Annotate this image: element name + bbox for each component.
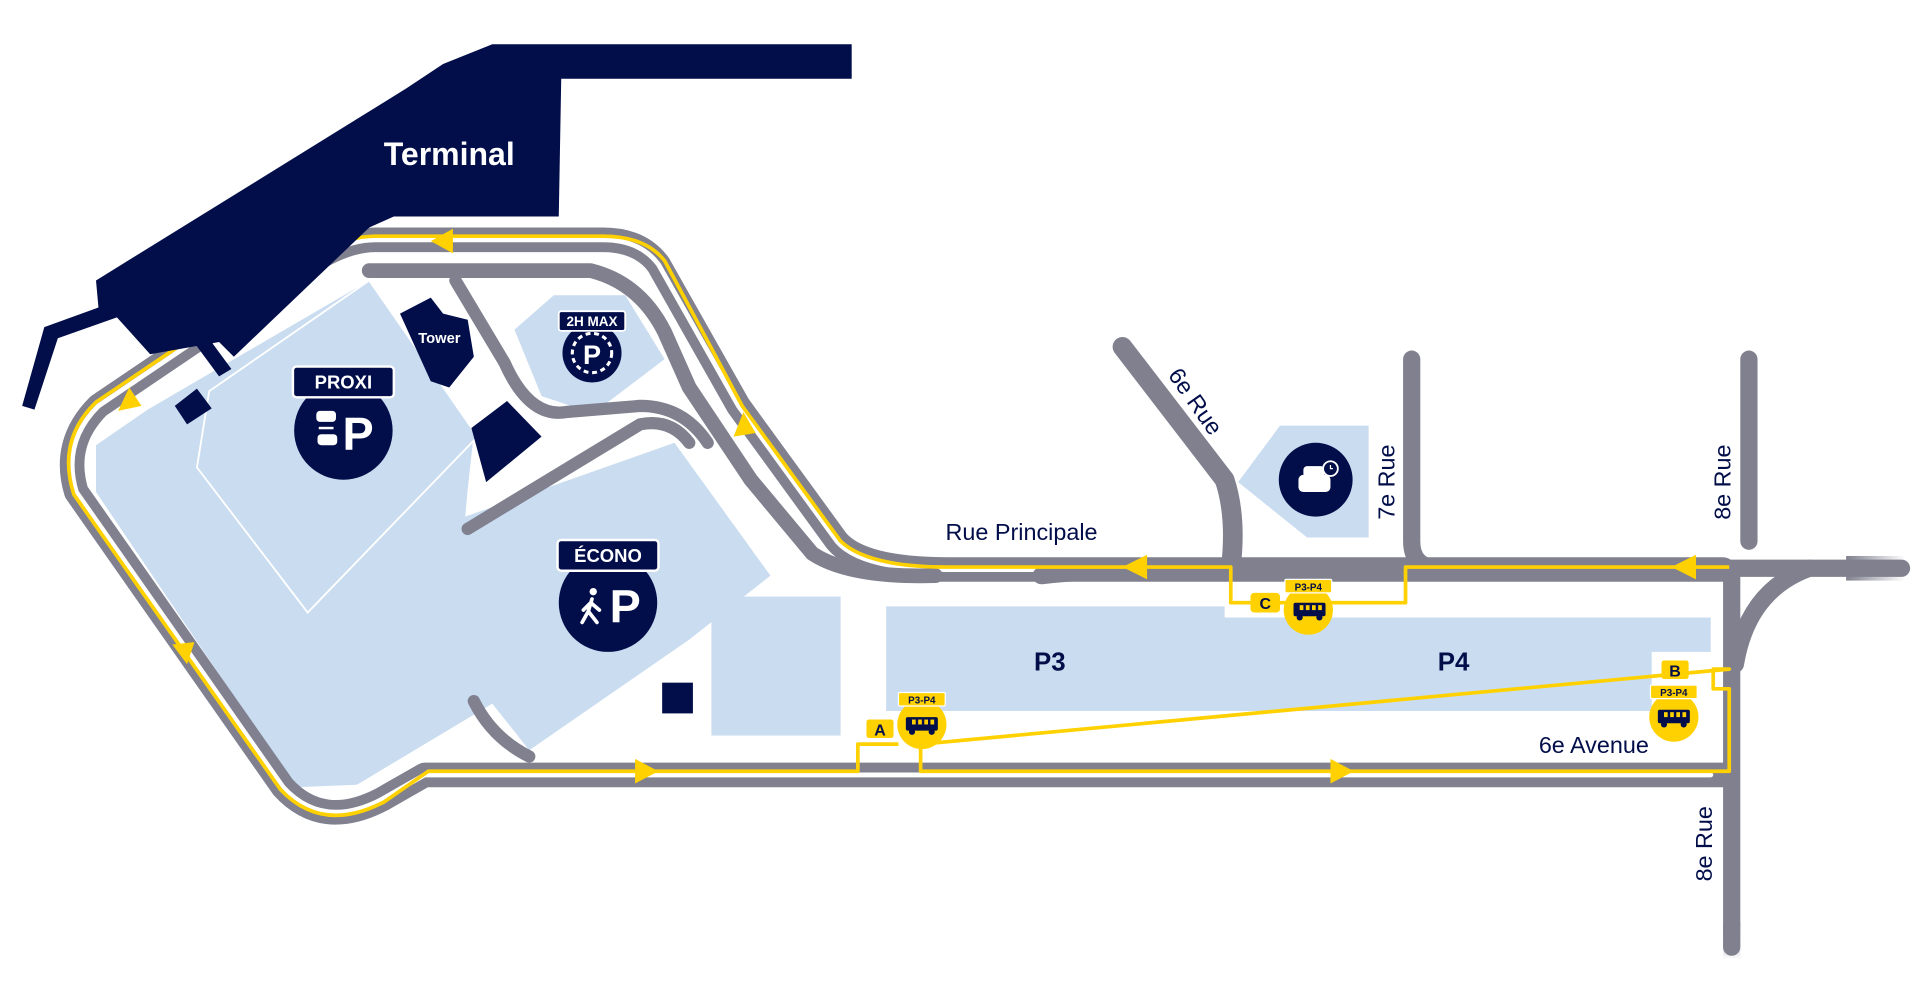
shuttle-stop-letter: C [1259,596,1271,613]
terminal-building[interactable] [22,44,852,410]
street-8e-rue-south: 8e Rue [1691,806,1717,881]
econo-label: ÉCONO [574,545,642,566]
street-6e-avenue: 6e Avenue [1539,732,1649,758]
shuttle-route-label: P3-P4 [1295,582,1323,593]
arrow-icon [635,758,659,784]
shuttle-stop-letter: A [874,723,886,740]
shuttle-stop-letter: B [1669,664,1681,681]
shuttle-route-label: P3-P4 [908,696,936,707]
parking-p-icon: P [610,580,641,632]
route-arrows [118,228,1696,784]
shuttle-stop-b[interactable]: P3-P4 B [1649,660,1699,742]
arrow-icon [430,228,453,254]
parking-p-icon: P [583,340,601,370]
proxi-marker[interactable]: PROXI P [291,365,396,480]
lot-annex[interactable] [711,596,841,736]
arrow-icon [733,412,756,437]
lot-p3-p4[interactable] [886,606,1711,711]
car-icon [316,410,338,446]
short-term-label: 2H MAX [566,314,617,329]
8e-rue [1723,350,1758,956]
building-block [662,682,693,714]
street-8e-rue-north: 8e Rue [1709,445,1735,520]
shuttle-stop-c[interactable]: P3-P4 C [1250,578,1333,635]
tower-label: Tower [418,331,461,347]
short-term-marker[interactable]: 2H MAX P [557,310,627,383]
arrow-icon [1122,554,1148,580]
proxi-label: PROXI [315,372,372,393]
lot-p3-label: P3 [1034,648,1066,676]
shuttle-stop-a[interactable]: P3-P4 A [866,691,947,750]
arrow-icon [118,387,142,411]
car-clock-icon[interactable] [1278,442,1353,517]
pedestrian-icon [580,587,602,625]
econo-marker[interactable]: ÉCONO P [556,538,660,652]
street-7e-rue: 7e Rue [1373,445,1399,520]
tower-building[interactable] [400,297,474,388]
parking-p-icon: P [343,408,374,460]
arrow-icon [1330,758,1354,784]
shuttle-route-label: P3-P4 [1660,688,1688,699]
street-rue-principale: Rue Principale [946,519,1098,545]
6e-rue [1112,337,1243,579]
inner-loop-road [361,263,943,584]
terminal-label: Terminal [384,136,515,172]
arrow-icon [1671,554,1696,580]
lot-p4-label: P4 [1438,648,1470,676]
7e-rue [1403,350,1449,577]
